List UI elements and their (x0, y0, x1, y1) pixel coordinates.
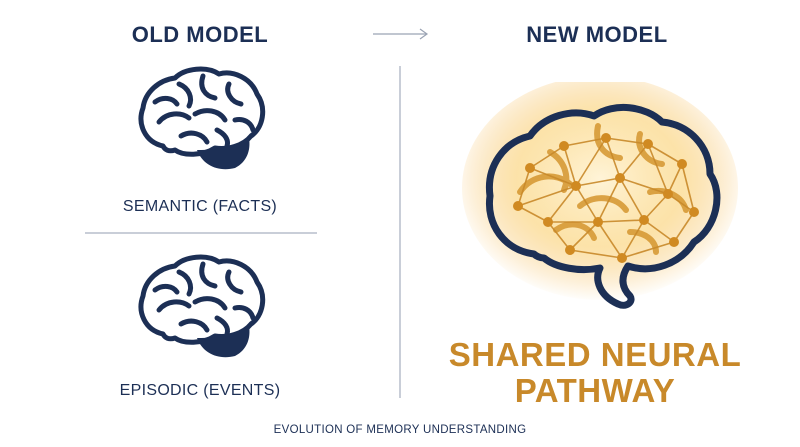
shared-pathway-label: SHARED NEURAL PATHWAY (430, 337, 760, 409)
old-model-heading: OLD MODEL (131, 22, 269, 47)
footer-title: EVOLUTION OF MEMORY UNDERSTANDING (273, 424, 527, 436)
vertical-divider (399, 66, 401, 398)
neural-network-brain-icon (462, 82, 738, 309)
horizontal-divider (85, 232, 317, 234)
episodic-label: EPISODIC (EVENTS) (119, 382, 281, 399)
arrow-right-icon (373, 28, 429, 40)
semantic-label: SEMANTIC (FACTS) (122, 198, 278, 215)
new-model-heading: NEW MODEL (526, 22, 668, 47)
shared-pathway-line1: SHARED NEURAL (448, 336, 742, 373)
brain-icon (138, 66, 266, 170)
brain-icon (138, 254, 266, 358)
shared-pathway-line2: PATHWAY (514, 372, 676, 409)
